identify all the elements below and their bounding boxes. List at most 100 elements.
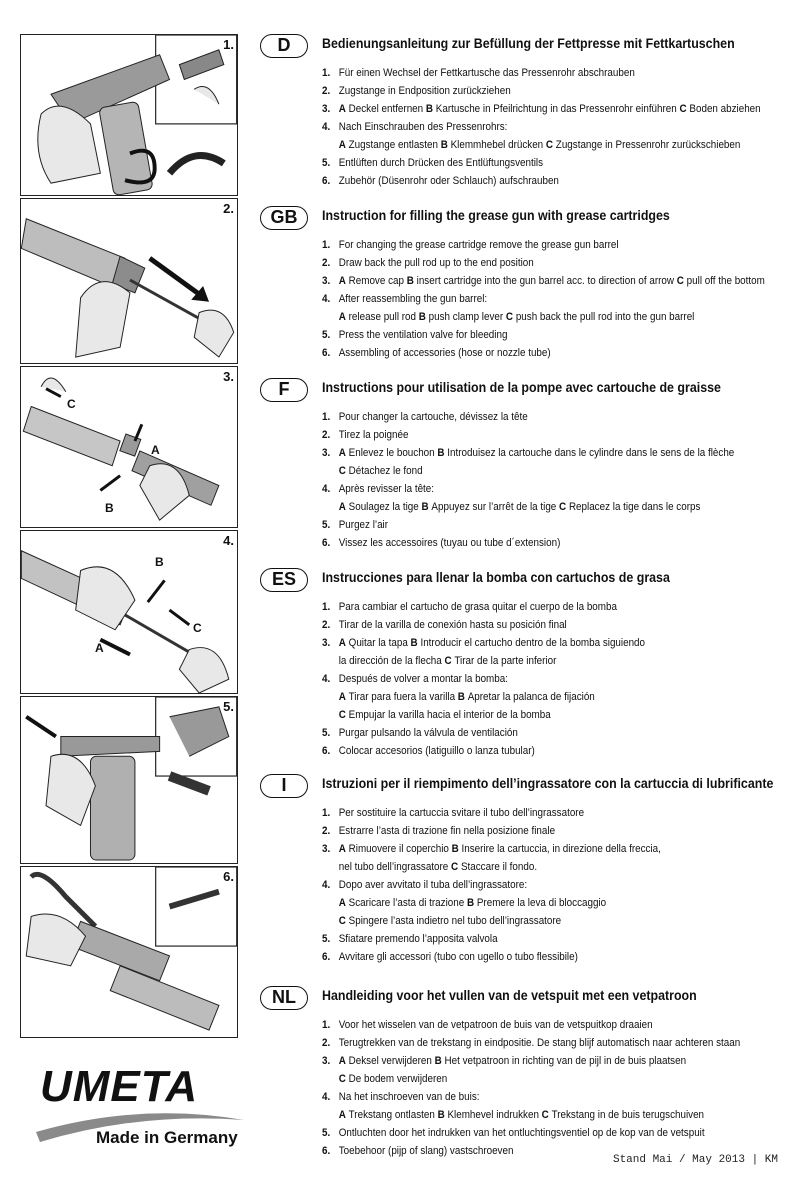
step-text: Per sostituire la cartuccia svitare il t… <box>338 807 585 819</box>
label-b: B <box>105 501 114 515</box>
sub-step-key: A <box>338 103 346 115</box>
step-item: 4.Na het inschroeven van de buis: <box>322 1088 768 1106</box>
sub-step-key: A <box>338 637 346 649</box>
sub-step-key: B <box>410 637 418 649</box>
step-number: 1. <box>322 807 331 819</box>
sub-step-key: C <box>444 655 452 667</box>
step-item: 6.Avvitare gli accessori (tubo con ugell… <box>322 948 768 966</box>
sub-step-key: B <box>457 691 465 703</box>
step-5-drawing <box>25 697 237 861</box>
step-text: Ontluchten door het indrukken van het on… <box>338 1127 705 1139</box>
step-number: 4. <box>322 483 331 495</box>
step-text: push clamp lever <box>428 311 504 323</box>
step-text: Nach Einschrauben des Pressenrohrs: <box>338 121 508 133</box>
step-text: Press the ventilation valve for bleeding <box>338 329 508 341</box>
step-text: Klemhevel indrukken <box>447 1109 539 1121</box>
step-item: 1.For changing the grease cartridge remo… <box>322 236 768 254</box>
sub-step-key: B <box>418 311 426 323</box>
step-number: 6. <box>322 347 331 359</box>
step-number: 2. <box>322 257 331 269</box>
step-text: Empujar la varilla hacia el interior de … <box>348 709 551 721</box>
step-text: Soulagez la tige <box>348 501 419 513</box>
sub-step-key: B <box>437 1109 445 1121</box>
step-text: Replacez la tige dans le corps <box>568 501 701 513</box>
step-number: 6. <box>322 745 331 757</box>
step-text: Scaricare l’asta di trazione <box>348 897 465 909</box>
step-text: Tirar de la varilla de conexión hasta su… <box>338 619 567 631</box>
step-number: 1. <box>322 239 331 251</box>
step-item: 6.Colocar accesorios (latiguillo o lanza… <box>322 742 768 760</box>
step-text: Apretar la palanca de fijación <box>467 691 595 703</box>
step-number: 1. <box>223 37 234 52</box>
step-number: 3. <box>322 447 331 459</box>
sub-step-key: A <box>338 843 346 855</box>
illustration-step-2: 2. <box>20 198 238 364</box>
step-text: Tirar de la parte inferior <box>454 655 557 667</box>
step-text: Draw back the pull rod up to the end pos… <box>338 257 534 269</box>
label-a: A <box>95 641 104 655</box>
umeta-logo: UMETA Made in Germany <box>30 1062 250 1162</box>
sub-step-key: A <box>338 691 346 703</box>
step-text: Sfiatare premendo l’apposita valvola <box>338 933 498 945</box>
step-number: 6. <box>322 1145 331 1157</box>
step-text: insert cartridge into the gun barrel acc… <box>416 275 675 287</box>
illustration-step-3: C A B 3. <box>20 366 238 528</box>
step-text: Tirar para fuera la varilla <box>348 691 456 703</box>
step-text: Deckel entfernen <box>348 103 424 115</box>
step-number: 5. <box>322 157 331 169</box>
step-text: release pull rod <box>348 311 417 323</box>
step-text: Premere la leva di bloccaggio <box>476 897 607 909</box>
language-badge: NL <box>260 986 308 1010</box>
sub-step-key: B <box>440 139 448 151</box>
label-c: C <box>67 397 76 411</box>
step-text: Purgar pulsando la válvula de ventilació… <box>338 727 518 739</box>
step-text: De bodem verwijderen <box>348 1073 448 1085</box>
step-number: 1. <box>322 67 331 79</box>
step-item: 4.Après revisser la tête: <box>322 480 768 498</box>
step-text: Pour changer la cartouche, dévissez la t… <box>338 411 528 423</box>
step-number: 2. <box>322 1037 331 1049</box>
step-item: 6.Vissez les accessoires (tuyau ou tube … <box>322 534 768 552</box>
sub-step-key: B <box>421 501 429 513</box>
step-item: 2.Estrarre l’asta di trazione fin nella … <box>322 822 768 840</box>
step-number: 5. <box>322 727 331 739</box>
sub-step-key: B <box>406 275 414 287</box>
language-badge: ES <box>260 568 308 592</box>
step-item: 6.Zubehör (Düsenrohr oder Schlauch) aufs… <box>322 172 768 190</box>
step-item: 1.Para cambiar el cartucho de grasa quit… <box>322 598 768 616</box>
sub-step-key: C <box>451 861 459 873</box>
sub-step-key: B <box>425 103 434 115</box>
step-text: Staccare il fondo. <box>460 861 538 873</box>
step-text: Boden abziehen <box>689 103 761 115</box>
step-text: Na het inschroeven van de buis: <box>338 1091 480 1103</box>
sub-step-key: B <box>437 447 445 459</box>
step-text: Spingere l’asta indietro nel tubo dell’i… <box>348 915 562 927</box>
step-text: Terugtrekken van de trekstang in eindpos… <box>338 1037 741 1049</box>
sub-step-key: C <box>541 1109 549 1121</box>
step-text: Remove cap <box>348 275 404 287</box>
step-text: Deksel verwijderen <box>348 1055 432 1067</box>
step-text: Después de volver a montar la bomba: <box>338 673 508 685</box>
step-text: Purgez l’air <box>338 519 389 531</box>
step-number: 4. <box>322 673 331 685</box>
step-item: 6.Toebehoor (pijp of slang) vastschroeve… <box>322 1142 768 1160</box>
step-text: Vissez les accessoires (tuyau ou tube d´… <box>338 537 561 549</box>
sub-step-key: A <box>338 897 346 909</box>
sub-step-key: C <box>545 139 554 151</box>
made-in-germany: Made in Germany <box>96 1128 238 1147</box>
step-text: Inserire la cartuccia, in direzione dell… <box>461 843 661 855</box>
step-item: 5.Purgez l’air <box>322 516 768 534</box>
section-title: Instructions pour utilisation de la pomp… <box>322 380 721 395</box>
section-title: Bedienungsanleitung zur Befüllung der Fe… <box>322 36 735 51</box>
sub-step-key: C <box>559 501 567 513</box>
step-text: la dirección de la flecha <box>338 655 442 667</box>
step-number: 3. <box>322 637 331 649</box>
section-title: Istruzioni per il riempimento dell’ingra… <box>322 776 774 791</box>
step-text: Zugstange entlasten <box>348 139 438 151</box>
step-list: 1.For changing the grease cartridge remo… <box>322 236 802 362</box>
step-text: Kartusche in Pfeilrichtung in das Presse… <box>435 103 677 115</box>
